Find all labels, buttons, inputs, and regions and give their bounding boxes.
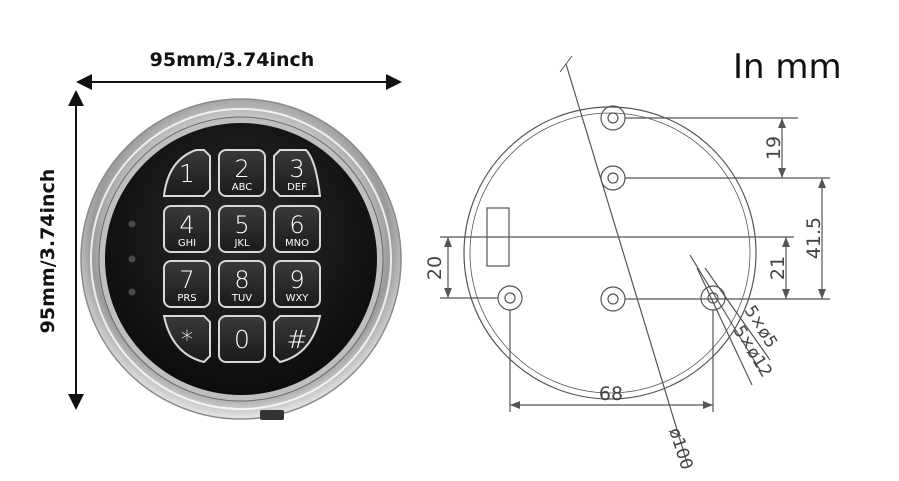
technical-drawing: In mm — [424, 47, 842, 472]
led-indicator — [128, 288, 136, 296]
outline-circle — [463, 106, 757, 400]
key-number: 6 — [289, 211, 304, 239]
unit-note: In mm — [733, 47, 842, 87]
keypad-key[interactable]: 1 — [162, 149, 211, 197]
key-number: # — [287, 325, 308, 354]
mounting-hole — [600, 286, 626, 312]
key-number: 4 — [179, 211, 194, 239]
key-number: 8 — [234, 266, 249, 294]
mounting-hole — [600, 105, 626, 131]
key-letters: WXY — [286, 293, 310, 304]
led-indicator — [128, 220, 136, 228]
keypad-key[interactable]: # — [273, 315, 322, 364]
dim-21: 21 — [767, 256, 789, 280]
key-number: 5 — [234, 211, 249, 239]
dim-41-5: 41.5 — [803, 217, 825, 259]
keypad-key[interactable]: * — [162, 315, 211, 364]
keypad-key[interactable]: 0 — [218, 315, 266, 363]
dim-20: 20 — [424, 256, 446, 280]
key-number: 1 — [179, 159, 195, 188]
dim-diameter-100: ø100 — [664, 425, 696, 472]
key-letters: GHI — [178, 238, 196, 249]
key-letters: MNO — [285, 238, 309, 249]
key-number: 7 — [179, 266, 194, 294]
mounting-hole — [497, 285, 523, 311]
diameter-line — [565, 63, 689, 467]
dim-68: 68 — [599, 383, 623, 405]
key-number: 3 — [289, 155, 304, 183]
dim-19: 19 — [763, 136, 785, 160]
mounting-hole — [600, 165, 626, 191]
key-number: 2 — [234, 155, 249, 183]
led-indicator — [128, 255, 136, 263]
key-letters: DEF — [287, 182, 307, 193]
key-letters: TUV — [231, 293, 252, 304]
width-label: 95mm/3.74inch — [150, 49, 315, 71]
key-letters: PRS — [177, 293, 196, 304]
width-dimension: 95mm/3.74inch — [76, 49, 402, 90]
bottom-latch — [260, 410, 284, 420]
key-letters: JKL — [233, 238, 250, 249]
height-dimension: 95mm/3.74inch — [37, 90, 84, 410]
key-letters: ABC — [232, 182, 253, 193]
key-number: 9 — [289, 266, 304, 294]
height-label: 95mm/3.74inch — [37, 169, 59, 334]
key-number: 0 — [234, 325, 250, 354]
key-number: * — [181, 325, 194, 354]
